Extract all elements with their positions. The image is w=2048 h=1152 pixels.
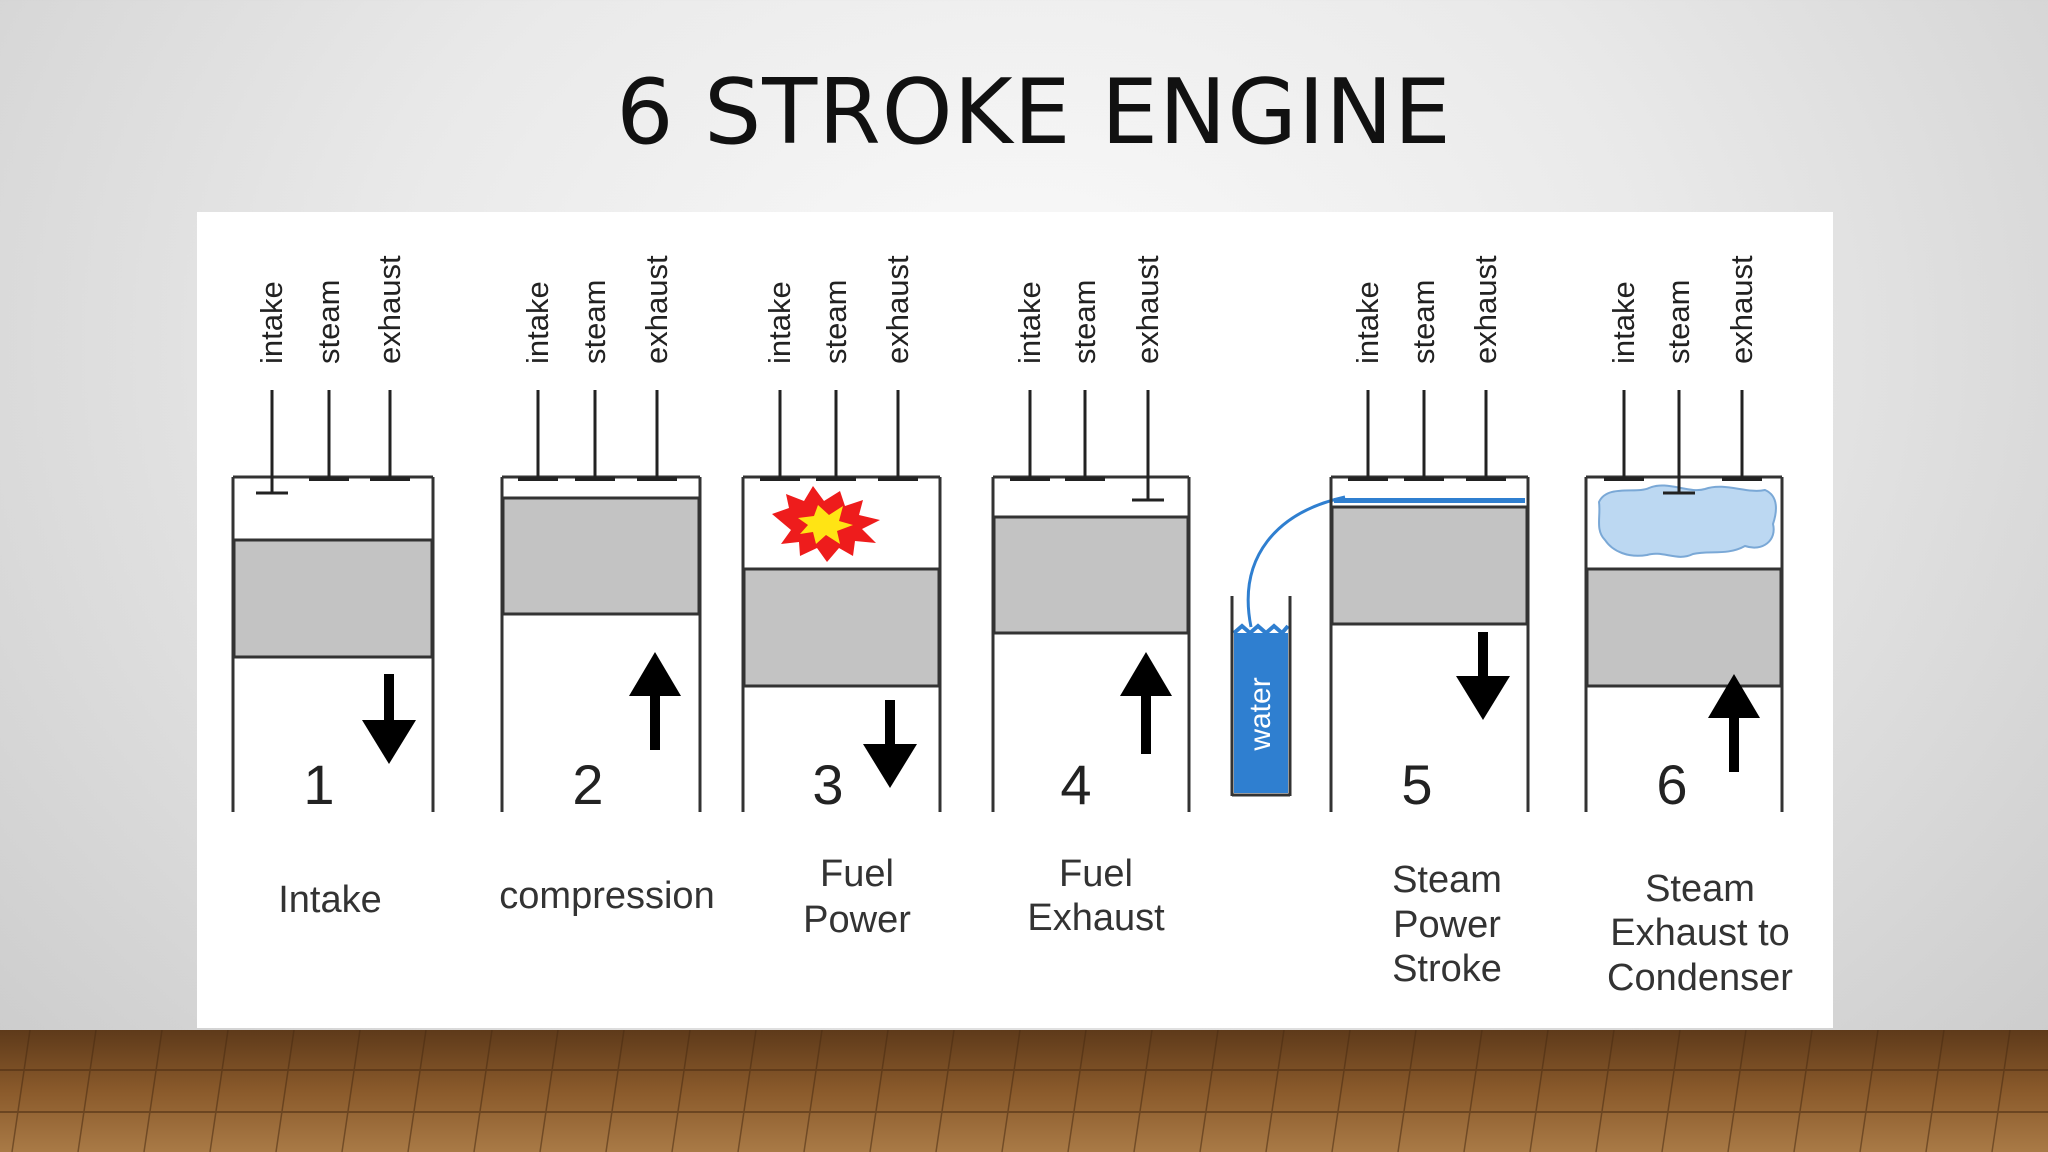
- cylinder-6: [1584, 390, 1784, 812]
- cylinder-3: [741, 390, 942, 812]
- steam-cloud: [1597, 484, 1777, 558]
- cylinder-2: [500, 390, 702, 812]
- water-tank: [1230, 495, 1346, 797]
- valve-label-steam: steam: [1661, 280, 1696, 364]
- valve-label-exhaust: exhaust: [639, 255, 674, 364]
- valve-label-steam: steam: [1067, 280, 1102, 364]
- piston: [742, 567, 941, 688]
- piston: [992, 515, 1190, 635]
- valve-label-intake: intake: [1012, 281, 1047, 364]
- valve-label-intake: intake: [1606, 281, 1641, 364]
- water-film: [1334, 498, 1525, 503]
- stroke-caption-5-line-1: Steam: [1392, 859, 1502, 901]
- cylinder-5: [1329, 390, 1530, 812]
- piston: [1585, 567, 1783, 688]
- stroke-number-2: 2: [572, 753, 603, 816]
- up-arrow-icon: [629, 652, 681, 750]
- down-arrow-icon: [863, 700, 917, 788]
- valve-label-steam: steam: [818, 280, 853, 364]
- up-arrow-icon: [1120, 652, 1172, 754]
- stroke-number-1: 1: [303, 753, 334, 816]
- valve-label-intake: intake: [762, 281, 797, 364]
- stroke-numbers: 1 2 3 4 5 6: [303, 753, 1687, 816]
- down-arrow-icon: [1456, 632, 1510, 720]
- stroke-number-5: 5: [1401, 753, 1432, 816]
- valve-label-intake: intake: [254, 281, 289, 364]
- stroke-caption-5-line-2: Power: [1393, 904, 1501, 946]
- stroke-number-4: 4: [1060, 753, 1091, 816]
- explosion-icon: [772, 486, 880, 562]
- water-label: water: [1244, 677, 1277, 751]
- valve-labels: intake steam exhaust intake steam exhaust inta…: [254, 255, 1759, 364]
- piston: [1330, 505, 1529, 626]
- up-arrow-icon: [1708, 674, 1760, 772]
- stroke-number-3: 3: [812, 753, 843, 816]
- slide-title: 6 STROKE ENGINE: [616, 60, 1452, 165]
- cylinder-4: [991, 390, 1191, 812]
- six-stroke-diagram: intake steam exhaust intake steam exhaust inta…: [197, 212, 1833, 1028]
- piston: [232, 538, 434, 659]
- stroke-caption-2-line-1: compression: [499, 875, 714, 917]
- stroke-number-6: 6: [1656, 753, 1687, 816]
- stroke-caption-4-line-1: Fuel: [1059, 853, 1133, 895]
- valve-label-intake: intake: [1350, 281, 1385, 364]
- stroke-caption-3-line-2: Power: [803, 899, 911, 941]
- piston: [501, 496, 701, 616]
- stroke-caption-3-line-1: Fuel: [820, 853, 894, 895]
- stroke-caption-4-line-2: Exhaust: [1027, 897, 1165, 939]
- stroke-caption-1-line-1: Intake: [278, 879, 382, 921]
- valve-label-exhaust: exhaust: [880, 255, 915, 364]
- valve-label-steam: steam: [1406, 280, 1441, 364]
- valve-label-steam: steam: [577, 280, 612, 364]
- valve-label-exhaust: exhaust: [372, 255, 407, 364]
- valve-label-exhaust: exhaust: [1468, 255, 1503, 364]
- wooden-floor: [0, 1030, 2048, 1152]
- stroke-caption-6-line-2: Exhaust to: [1610, 912, 1790, 954]
- valve-label-intake: intake: [520, 281, 555, 364]
- valve-label-exhaust: exhaust: [1130, 255, 1165, 364]
- valve-label-steam: steam: [311, 280, 346, 364]
- stroke-caption-6-line-1: Steam: [1645, 868, 1755, 910]
- stroke-caption-6-line-3: Condenser: [1607, 957, 1793, 999]
- cylinder-1: [231, 390, 435, 812]
- stroke-caption-5-line-3: Stroke: [1392, 948, 1502, 990]
- down-arrow-icon: [362, 674, 416, 764]
- valve-label-exhaust: exhaust: [1724, 255, 1759, 364]
